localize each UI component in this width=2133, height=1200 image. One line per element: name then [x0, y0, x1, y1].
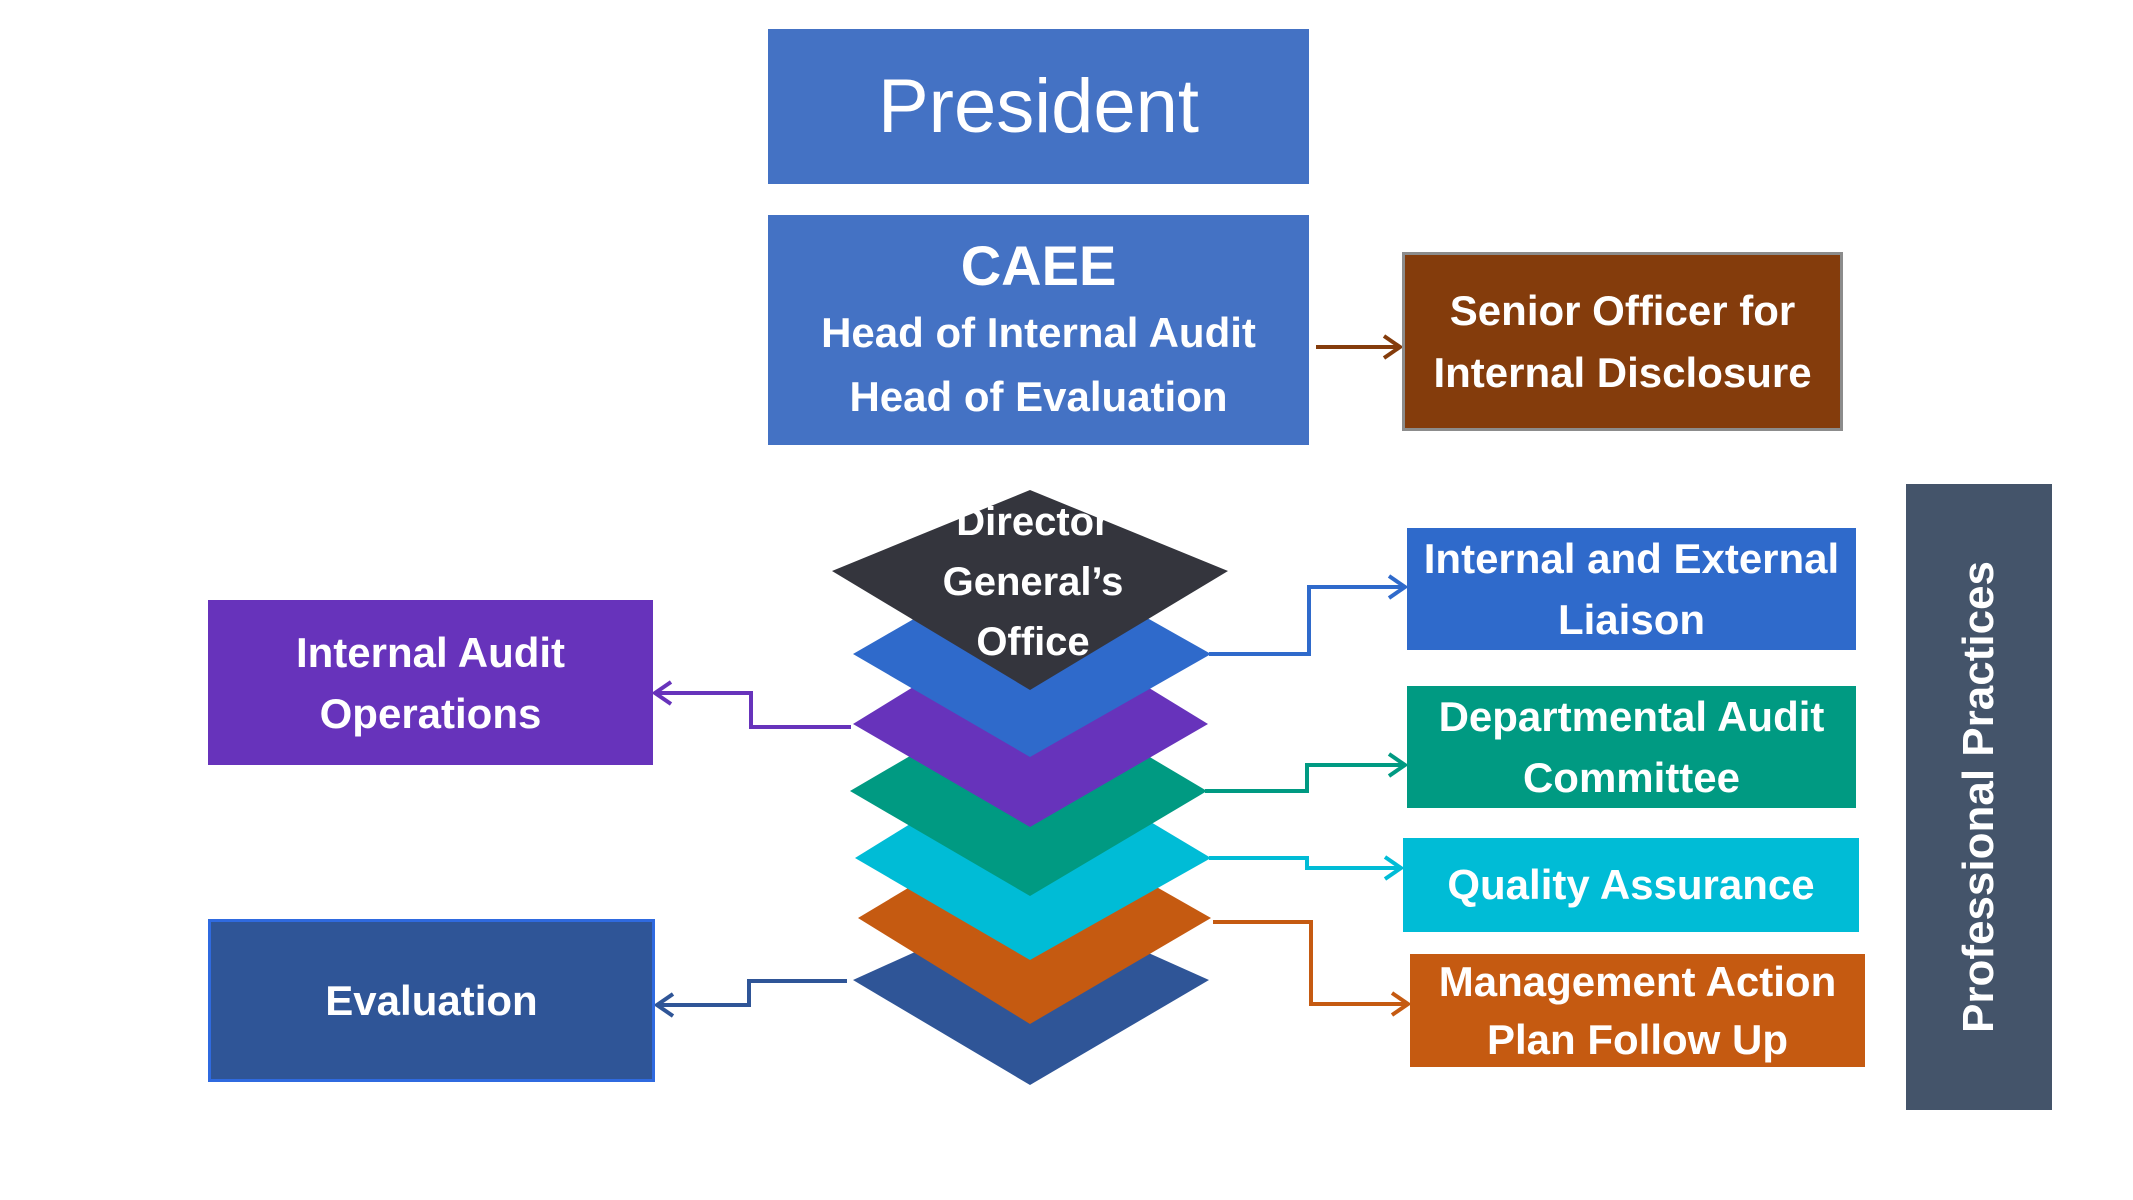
liaison-box: Internal and External Liaison	[1407, 528, 1856, 650]
senior-officer-line-2: Internal Disclosure	[1433, 348, 1812, 396]
director-general-diamond	[832, 490, 1228, 690]
internal-audit-operations-line-1: Internal Audit	[295, 628, 566, 676]
internal-audit-operations-line-2: Operations	[319, 689, 542, 737]
director-line-3: Office	[976, 620, 1089, 664]
president-box: President	[768, 29, 1309, 184]
evaluation-box: Evaluation	[208, 919, 655, 1082]
director-line-2: General’s	[943, 560, 1124, 604]
departmental-audit-committee-box: Departmental Audit Committee	[1407, 686, 1856, 808]
arrow-evaluation	[653, 979, 847, 1018]
management-action-box: Management Action Plan Follow Up	[1410, 954, 1865, 1067]
evaluation-label: Evaluation	[325, 976, 538, 1024]
caee-title: CAEE	[960, 234, 1117, 297]
caee-line-1: Head of Internal Audit	[821, 309, 1256, 356]
president-label: President	[877, 64, 1200, 149]
liaison-line-2: Liaison	[1557, 596, 1706, 643]
liaison-line-1: Internal and External	[1423, 535, 1840, 582]
professional-practices-label: Professional Practices	[1954, 560, 2004, 1034]
arrow-internal-audit-operations	[651, 680, 851, 729]
caee-line-2: Head of Evaluation	[849, 373, 1228, 420]
caee-box: CAEE Head of Internal Audit Head of Eval…	[768, 215, 1309, 445]
internal-audit-operations-box: Internal Audit Operations	[208, 600, 653, 765]
senior-officer-line-1: Senior Officer for	[1449, 286, 1796, 334]
senior-officer-box: Senior Officer for Internal Disclosure	[1402, 252, 1843, 431]
dac-line-2: Committee	[1522, 754, 1741, 801]
director-line-1: Director	[956, 500, 1109, 544]
management-action-line-2: Plan Follow Up	[1487, 1015, 1788, 1063]
quality-assurance-box: Quality Assurance	[1403, 838, 1859, 932]
management-action-line-1: Management Action	[1438, 957, 1837, 1005]
quality-assurance-label: Quality Assurance	[1447, 861, 1815, 908]
dac-line-1: Departmental Audit	[1438, 693, 1825, 740]
arrow-management-action	[1213, 920, 1412, 1017]
arrow-liaison	[1209, 574, 1409, 656]
arrow-quality-assurance	[1209, 855, 1405, 881]
professional-practices-bar: Professional Practices	[1906, 484, 2052, 1110]
arrow-senior-officer	[1316, 334, 1404, 360]
arrow-dac	[1205, 752, 1409, 793]
